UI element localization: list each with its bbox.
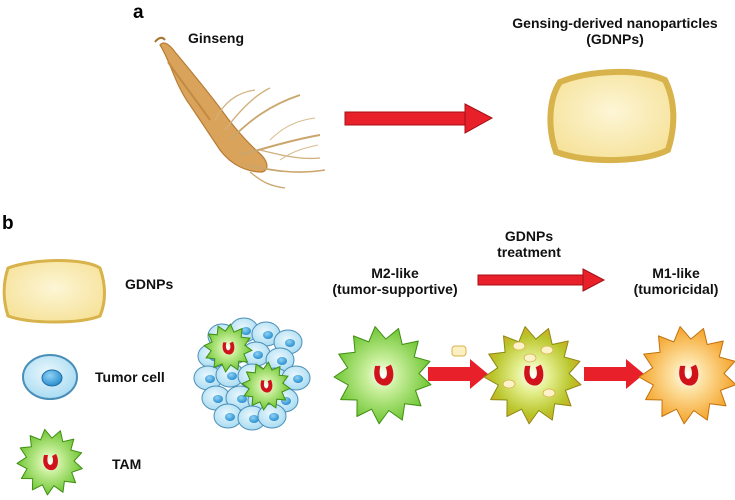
- gdnp-large-particle: [547, 68, 677, 164]
- tumor-cell-nucleus: [213, 395, 223, 403]
- tam-nucleus: [43, 454, 58, 471]
- m1-like-label: M1-like (tumoricidal): [616, 265, 735, 297]
- internalized-gdnp: [523, 353, 537, 363]
- tumor-cell-nucleus: [293, 375, 303, 383]
- treated-tam-cell: [483, 326, 582, 425]
- treatment-arrow-1: [428, 359, 488, 389]
- internalized-gdnp: [502, 379, 516, 389]
- ginseng-label: Ginseng: [188, 30, 245, 46]
- legend-tam-icon: [16, 428, 83, 496]
- tumor-cell-nucleus: [241, 327, 251, 335]
- gdnp-title-line1: Gensing-derived nanoparticles: [512, 15, 718, 31]
- m2-tam-cell: [333, 326, 432, 425]
- panel-label-a: a: [133, 2, 144, 23]
- tumor-cell-nucleus: [227, 372, 237, 380]
- tam-body: [638, 326, 735, 425]
- tam-nucleus: [679, 364, 699, 386]
- treatment-line2: treatment: [497, 243, 561, 260]
- m2-like-line1: M2-like: [371, 265, 419, 281]
- panel-label-b: b: [2, 213, 14, 234]
- conversion-arrow: [344, 103, 494, 134]
- tumor-cell-nucleus: [277, 357, 287, 365]
- tam-body: [333, 326, 432, 425]
- tam-body: [16, 428, 83, 496]
- tumor-cell-nucleus: [225, 413, 235, 421]
- tumor-cluster: [193, 317, 311, 431]
- ginseng-root-image: [154, 36, 326, 189]
- gdnp-title: Gensing-derived nanoparticles (GDNPs): [470, 15, 735, 47]
- tam-body: [483, 326, 582, 425]
- legend-gdnp-icon: [2, 259, 106, 324]
- m1-tam-cell: [638, 326, 735, 425]
- tumor-cell-nucleus: [253, 351, 263, 359]
- gdnps-treatment-arrow: [477, 268, 606, 292]
- m1-like-line2: (tumoricidal): [633, 280, 719, 297]
- internalized-gdnp: [540, 345, 554, 355]
- tam-nucleus: [222, 341, 235, 355]
- tumor-cell-nucleus: [205, 375, 215, 383]
- m2-like-label: M2-like (tumor-supportive): [320, 265, 470, 297]
- tam-nucleus: [374, 364, 394, 386]
- tam-body: [203, 323, 253, 373]
- m1-like-line1: M1-like: [652, 265, 700, 281]
- m2-like-line2: (tumor-supportive): [332, 280, 458, 297]
- tam-body: [241, 361, 291, 411]
- internalized-gdnp: [542, 388, 556, 398]
- internalized-gdnp: [512, 341, 526, 351]
- treatment-label: GDNPs treatment: [474, 228, 584, 260]
- tumor-cell-nucleus: [285, 339, 295, 347]
- tumor-cell-nucleus: [263, 331, 273, 339]
- tumor-cell-nucleus: [269, 413, 279, 421]
- legend-tumor-cell-icon: [22, 354, 78, 400]
- tumor-cell-nucleus: [249, 415, 259, 423]
- treatment-line1: GDNPs: [504, 228, 554, 244]
- legend-tam-label: TAM: [112, 456, 142, 472]
- legend-gdnps-label: GDNPs: [125, 276, 174, 292]
- small-gdnp-particle: [451, 345, 467, 357]
- gdnp-title-line2: (GDNPs): [586, 30, 644, 47]
- tumor-cell-nucleus: [237, 395, 247, 403]
- tam-nucleus: [524, 364, 544, 386]
- legend-tumor-cell-label: Tumor cell: [95, 369, 165, 385]
- treatment-arrow-2: [584, 359, 644, 389]
- tam-nucleus: [260, 379, 273, 393]
